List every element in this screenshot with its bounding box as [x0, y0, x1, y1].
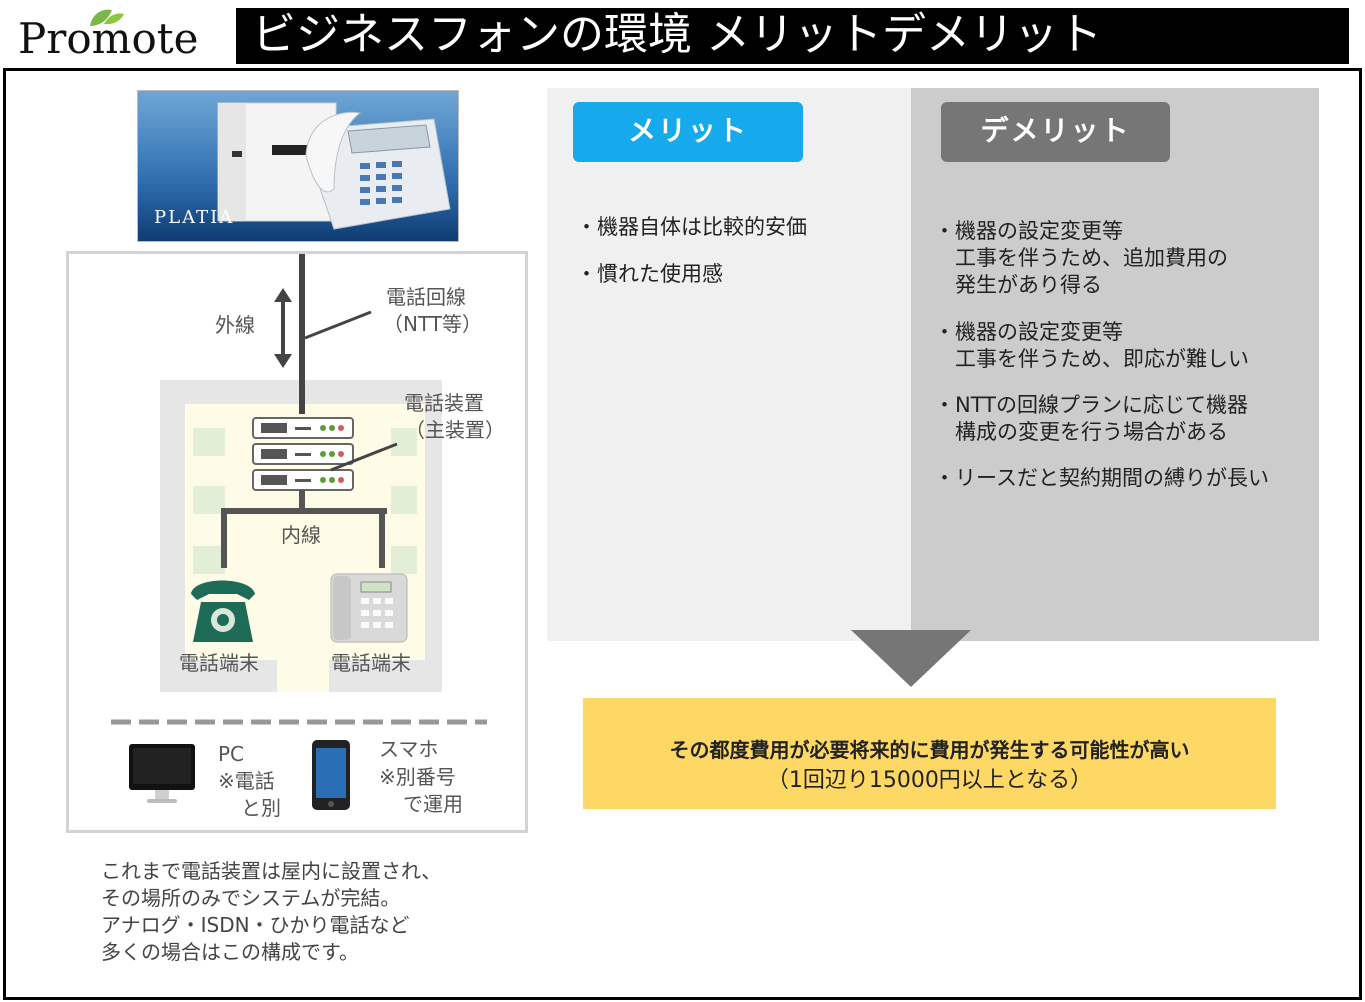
pc-note-2: と別: [241, 796, 281, 820]
phone-line-label: 電話回線: [386, 285, 466, 309]
merit-item-line: ・機器自体は比較的安価: [576, 215, 807, 239]
promote-logo: Promote: [14, 4, 229, 64]
brand-label: PLATIA: [154, 207, 235, 228]
description-line: 多くの場合はこの構成です。: [101, 940, 359, 964]
demerit-item: ・機器の設定変更等 工事を伴うため、即応が難しい: [934, 319, 1249, 373]
description-line: その場所のみでシステムが完結。: [101, 886, 401, 910]
demerit-item-line: 工事を伴うため、追加費用の: [934, 246, 1228, 270]
terminal-right-label: 電話端末: [331, 651, 411, 675]
description-line: これまで電話装置は屋内に設置され、: [101, 859, 442, 883]
inner-line-label: 内線: [281, 523, 321, 547]
demerit-item: ・機器の設定変更等 工事を伴うため、追加費用の 発生があり得る: [934, 218, 1228, 299]
conclusion-line: その都度費用が必要将来的に費用が発生する可能性が高い: [669, 738, 1190, 762]
diagram-graphics: [111, 254, 487, 810]
pbx-sublabel: （主装置）: [405, 418, 505, 442]
pbx-label: 電話装置: [404, 391, 484, 415]
smartphone-label: スマホ: [379, 737, 439, 761]
title-bar: ビジネスフォンの環境 メリットデメリット: [236, 8, 1349, 64]
demerit-item-line: ・NTTの回線プランに応じて機器: [934, 393, 1248, 417]
page-title: ビジネスフォンの環境 メリットデメリット: [252, 9, 1102, 60]
terminal-left-label: 電話端末: [179, 651, 259, 675]
merit-item-line: ・慣れた使用感: [576, 262, 723, 286]
merit-item: ・慣れた使用感: [576, 261, 723, 288]
content-frame: [3, 68, 1362, 1000]
logo-text: Promote: [18, 14, 199, 63]
pbx-units: [252, 417, 354, 491]
pc-note: ※電話: [218, 769, 275, 793]
description: これまで電話装置は屋内に設置され、 その場所のみでシステムが完結。 アナログ・I…: [101, 858, 441, 966]
classic-phone-icon: [191, 580, 255, 642]
product-photo: PLATIA: [137, 90, 459, 242]
demerit-item-line: ・機器の設定変更等: [934, 219, 1123, 243]
demerit-item-line: 工事を伴うため、即応が難しい: [934, 347, 1249, 371]
phone-line-sublabel: （NTT等）: [383, 312, 483, 336]
demerit-column: [911, 88, 1319, 641]
business-phone-icon: [330, 573, 408, 643]
leaf-icon: [90, 9, 124, 26]
demerit-item-line: 構成の変更を行う場合がある: [934, 420, 1228, 444]
demerit-heading: デメリット: [941, 102, 1170, 162]
pc-label: PC: [218, 742, 245, 766]
smartphone-icon: [312, 740, 350, 810]
smartphone-note: ※別番号: [379, 765, 456, 789]
demerit-item-line: ・機器の設定変更等: [934, 320, 1123, 344]
merit-column: [547, 88, 911, 641]
demerit-item: ・NTTの回線プランに応じて機器 構成の変更を行う場合がある: [934, 392, 1248, 446]
demerit-item-line: ・リースだと契約期間の縛りが長い: [934, 466, 1269, 490]
merit-heading: メリット: [573, 102, 803, 162]
conclusion-box: その都度費用が必要将来的に費用が発生する可能性が高い （1回辺り15000円以上…: [583, 698, 1276, 809]
down-arrow-icon: [851, 630, 971, 687]
system-diagram: 外線 電話回線 （NTT等） 電話装置 （主装置） 内線 電話端末 電話端末 P…: [66, 251, 528, 833]
merit-item: ・機器自体は比較的安価: [576, 214, 807, 241]
outer-line-label: 外線: [215, 313, 255, 337]
demerit-item: ・リースだと契約期間の縛りが長い: [934, 465, 1269, 492]
pbx-product-illustration: [138, 91, 458, 241]
conclusion-note: （1回辺り15000円以上となる）: [766, 768, 1093, 793]
demerit-item-line: 発生があり得る: [934, 273, 1102, 297]
pc-monitor-icon: [129, 744, 195, 803]
smartphone-note-2: で運用: [403, 792, 463, 816]
description-line: アナログ・ISDN・ひかり電話など: [101, 913, 410, 937]
